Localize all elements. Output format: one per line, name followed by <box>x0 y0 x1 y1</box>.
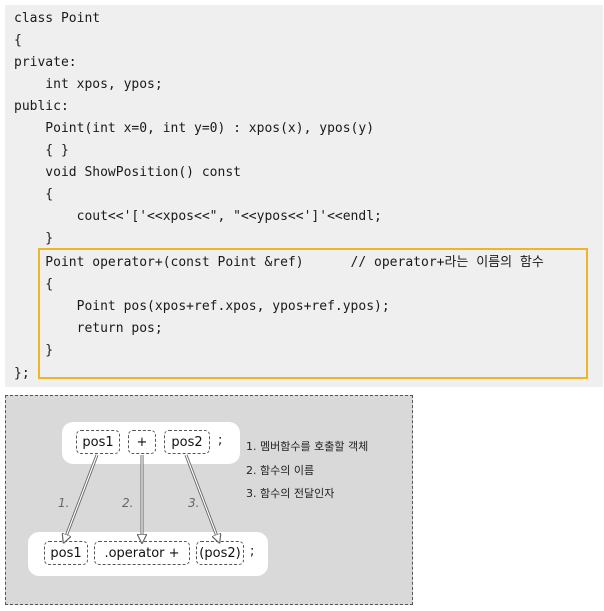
code-line: Point(int x=0, int y=0) : xpos(x), ypos(… <box>14 121 375 136</box>
code-line: } <box>14 343 54 358</box>
top-semicolon: ; <box>218 433 223 448</box>
step-label-3: 3. <box>188 496 200 510</box>
code-line: Point pos(xpos+ref.xpos, ypos+ref.ypos); <box>14 299 390 314</box>
legend-item-3: 3. 함수의 전달인자 <box>246 487 335 500</box>
top-box-plus: + <box>128 430 156 454</box>
code-line: }; <box>14 366 30 381</box>
top-box-pos1: pos1 <box>76 430 120 454</box>
bottom-box-pos2: (pos2) <box>196 541 244 565</box>
code-line: { <box>14 33 22 48</box>
code-line: { <box>14 187 54 202</box>
code-line: return pos; <box>14 321 163 336</box>
top-box-pos2: pos2 <box>164 430 210 454</box>
code-line: cout<<'['<<xpos<<", "<<ypos<<']'<<endl; <box>14 209 382 224</box>
code-line: } <box>14 231 54 246</box>
code-line: int xpos, ypos; <box>14 77 163 92</box>
code-line: public: <box>14 99 69 114</box>
step-label-1: 1. <box>58 496 70 510</box>
code-line: void ShowPosition() const <box>14 165 241 180</box>
code-line: { } <box>14 143 69 158</box>
code-panel: class Point { private: int xpos, ypos; p… <box>5 5 603 387</box>
legend-item-1: 1. 멤버함수를 호출할 객체 <box>246 440 369 453</box>
code-line: private: <box>14 55 77 70</box>
legend-item-2: 2. 함수의 이름 <box>246 464 315 477</box>
operator-call-diagram: pos1 + pos2 ; 1. 2. 3. pos1 .operator + … <box>5 395 413 605</box>
code-line: class Point <box>14 11 101 26</box>
code-line: Point operator+(const Point &ref) // ope… <box>14 255 544 270</box>
step-label-2: 2. <box>122 496 134 510</box>
mapping-arrows <box>6 454 412 604</box>
code-line: { <box>14 277 54 292</box>
arrow-3 <box>184 454 218 539</box>
arrow-1 <box>65 454 99 539</box>
bottom-box-operator: .operator + <box>94 541 190 565</box>
operator-function-highlight <box>38 248 588 379</box>
bottom-semicolon: ; <box>250 544 255 559</box>
